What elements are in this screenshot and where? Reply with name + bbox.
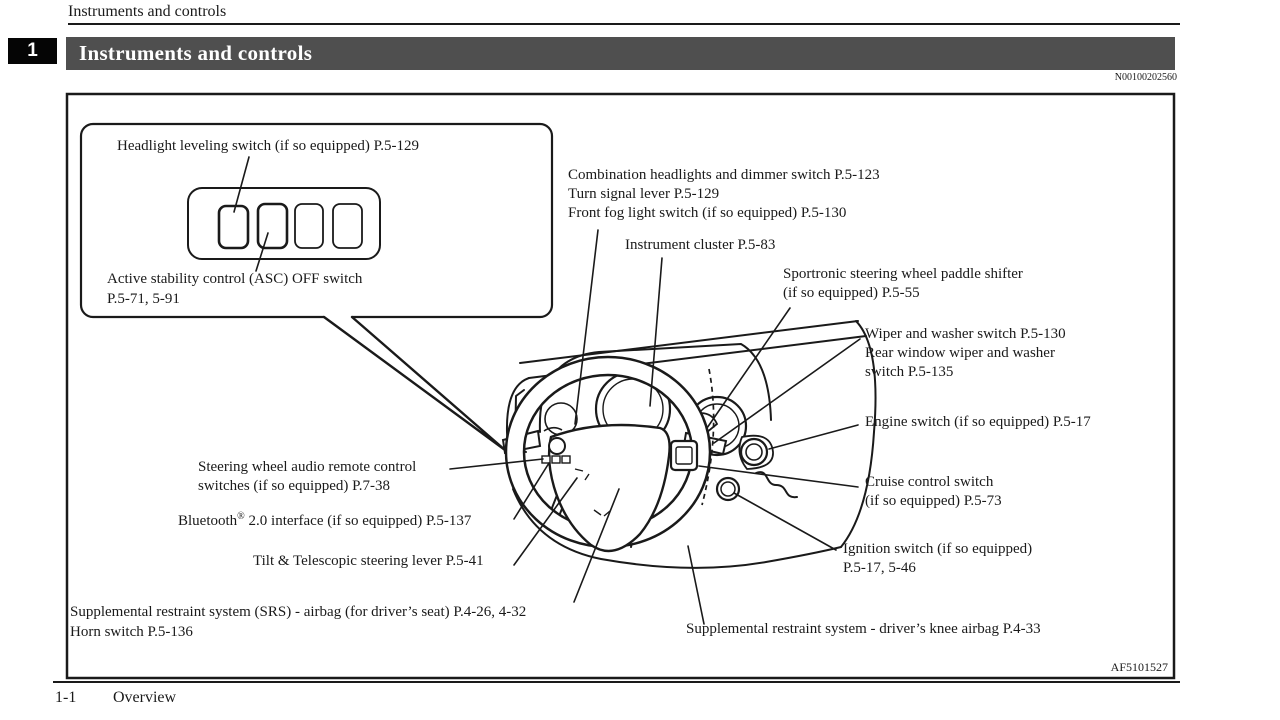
audio-remote-switches	[541, 426, 571, 464]
label-paddle-shifter: Sportronic steering wheel paddle shifter…	[783, 266, 1023, 301]
footer-page-number: 1-1	[55, 689, 77, 706]
ignition-switch	[715, 476, 741, 502]
leader-paddle-shifter	[706, 307, 791, 429]
callout-pointer	[322, 315, 507, 452]
footer-rule	[53, 681, 1180, 683]
leader-bluetooth	[513, 462, 550, 520]
hidden-column-dashed-line	[701, 368, 715, 506]
leader-instrument-cluster	[649, 257, 663, 407]
leader-tilt	[513, 477, 578, 566]
header-rule	[68, 23, 1180, 25]
leader-knee-airbag	[687, 545, 705, 625]
label-ignition-switch: Ignition switch (if so equipped) P.5-17,…	[843, 541, 1033, 576]
cruise-control-switch-pad	[669, 439, 699, 472]
airbag-pad	[547, 423, 671, 553]
asc-off-switch	[256, 202, 289, 250]
chapter-number-tab: 1	[8, 38, 57, 64]
headlight-leveling-switch	[217, 204, 250, 250]
engine-switch	[738, 434, 774, 470]
leader-cruise	[698, 465, 859, 488]
leader-engine-switch	[768, 424, 859, 450]
label-headlight-leveling: Headlight leveling switch (if so equippe…	[117, 138, 420, 154]
label-asc-off: Active stability control (ASC) OFF switc…	[107, 271, 363, 307]
registered-mark: ®	[237, 511, 245, 522]
label-instrument-cluster: Instrument cluster P.5-83	[625, 237, 776, 253]
label-engine-switch: Engine switch (if so equipped) P.5-17	[865, 414, 1091, 430]
leader-audio-remote	[449, 458, 544, 470]
label-combination-headlights: Combination headlights and dimmer switch…	[568, 167, 880, 221]
label-tilt-telescopic: Tilt & Telescopic steering lever P.5-41	[253, 553, 484, 569]
doc-code: N00100202560	[1114, 72, 1177, 83]
figure-code: AF5101527	[1110, 660, 1168, 674]
label-wiper-washer: Wiper and washer switch P.5-130 Rear win…	[865, 326, 1066, 380]
callout-box	[79, 122, 554, 452]
leader-combination	[574, 229, 599, 425]
leader-srs-airbag	[573, 488, 620, 603]
switch-panel	[187, 187, 381, 260]
leader-headlight	[233, 156, 250, 213]
label-srs-airbag: Supplemental restraint system (SRS) - ai…	[70, 604, 527, 640]
running-header: Instruments and controls	[68, 3, 227, 20]
leader-asc	[255, 232, 269, 272]
label-cruise-control: Cruise control switch (if so equipped) P…	[865, 474, 1002, 509]
leader-lines	[233, 156, 861, 625]
footer-section-title: Overview	[113, 689, 177, 706]
leader-wiper	[713, 338, 861, 444]
horn-sketch-marks	[574, 468, 611, 517]
leader-ignition	[733, 492, 837, 551]
label-bluetooth: Bluetooth® 2.0 interface (if so equipped…	[178, 511, 472, 530]
label-knee-airbag: Supplemental restraint system - driver’s…	[686, 621, 1041, 637]
label-audio-remote: Steering wheel audio remote control swit…	[198, 459, 417, 494]
chapter-banner: Instruments and controls	[66, 37, 1175, 70]
